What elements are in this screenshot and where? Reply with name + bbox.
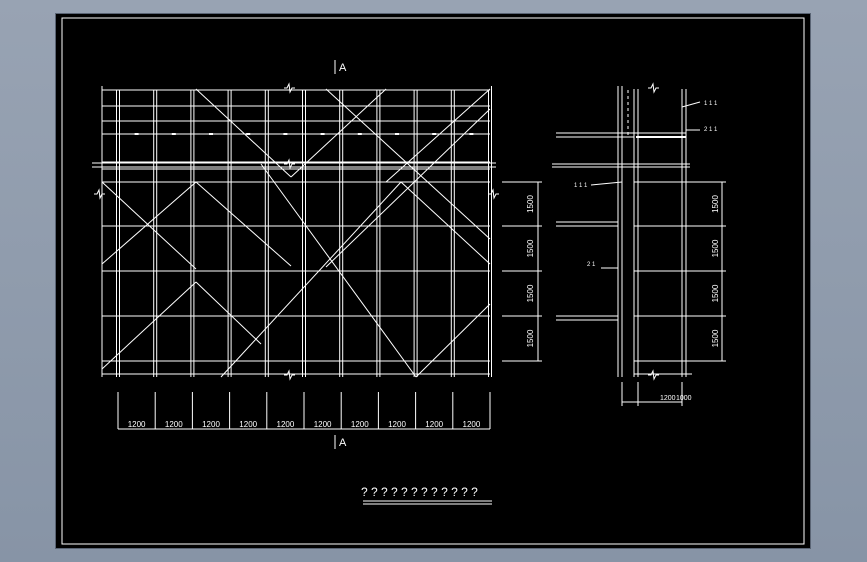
cross-brace (195, 88, 292, 178)
cross-brace (101, 181, 197, 270)
elevation-spacing-label: 1200 (463, 420, 481, 429)
cross-brace (101, 181, 197, 265)
cross-brace (415, 303, 491, 378)
cross-brace (260, 163, 417, 378)
elevation-height-label: 1500 (526, 195, 535, 213)
break-mark (648, 82, 659, 94)
elevation-height-label: 1500 (526, 329, 535, 347)
elevation-spacing-label: 1200 (425, 420, 443, 429)
section-view: 1500 1500 1500 1500 1000 1200 1 1 1 2 1 1 1… (552, 82, 726, 406)
cross-brace (101, 281, 197, 370)
elevation-height-label: 1500 (526, 284, 535, 302)
section-label-3: 1 1 1 (574, 183, 588, 189)
break-mark (284, 82, 295, 94)
elevation-grid (92, 86, 496, 377)
elevation-spacing-label: 1200 (202, 420, 220, 429)
break-mark (94, 188, 105, 200)
elevation-spacing-label: 1200 (165, 420, 183, 429)
cross-brace (195, 181, 292, 267)
elevation-dimensions (117, 181, 542, 430)
break-mark (284, 369, 295, 381)
cross-brace (290, 88, 387, 178)
leader-line (590, 181, 623, 186)
sheet-border (61, 17, 805, 545)
leader-line (681, 101, 701, 108)
section-label-2: 2 1 1 (704, 127, 718, 133)
section-height-label: 1500 (711, 195, 720, 213)
elevation-spacing-label: 1200 (239, 420, 257, 429)
cross-brace (220, 181, 402, 378)
elevation-cross-braces (101, 88, 491, 378)
elevation-spacing-label: 1200 (314, 420, 332, 429)
section-label-4: 2 1 (587, 262, 596, 268)
cross-brace (385, 88, 491, 183)
section-lines (552, 82, 701, 381)
elevation-spacing-label: 1200 (277, 420, 295, 429)
cross-brace (195, 281, 262, 345)
elevation-height-labels: 1500 1500 1500 1500 (526, 195, 535, 348)
section-height-label: 1500 (711, 329, 720, 347)
section-height-label: 1500 (711, 284, 720, 302)
section-height-label: 1500 (711, 239, 720, 257)
elevation-break-marks (94, 82, 499, 381)
elevation-height-label: 1500 (526, 239, 535, 257)
section-width-label-2: 1200 (660, 395, 676, 402)
elevation-spacing-label: 1200 (351, 420, 369, 429)
break-mark (284, 158, 295, 170)
elevation-spacing-label: 1200 (388, 420, 406, 429)
section-height-labels: 1500 1500 1500 1500 (711, 195, 720, 348)
cross-brace (400, 181, 491, 265)
cross-brace (325, 88, 491, 240)
section-dimensions (621, 181, 726, 406)
section-marker-top: A (339, 62, 347, 74)
cross-brace (325, 108, 491, 268)
elevation-spacing-label: 1200 (128, 420, 146, 429)
break-mark (648, 369, 659, 381)
section-label-1: 1 1 1 (704, 101, 718, 107)
elevation-dimension-labels: 1200 1200 1200 1200 1200 1200 1200 1200 1200 1200 (128, 420, 481, 429)
break-mark (488, 188, 499, 200)
drawing-title: ? ? ? ? ? ? ? ? ? ? ? ? (361, 485, 478, 499)
section-marker-bottom: A (339, 437, 347, 449)
section-width-label-1: 1000 (676, 395, 692, 402)
